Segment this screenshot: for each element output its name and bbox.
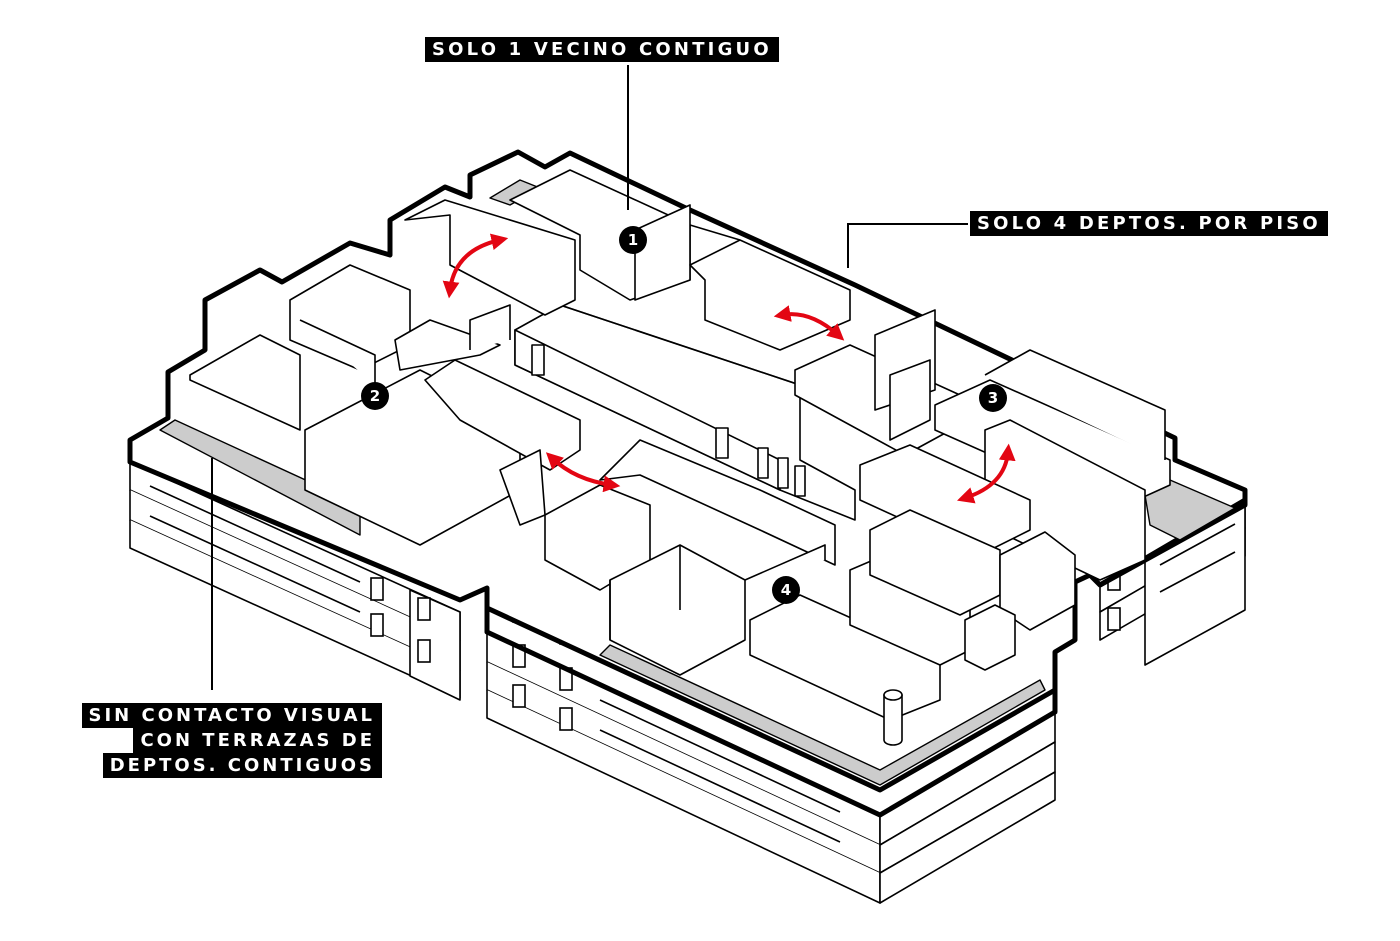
walls	[189, 169, 1171, 746]
callout-one-neighbor: SOLO 1 VECINO CONTIGUO	[425, 37, 779, 62]
callout-line: CON TERRAZAS DE	[133, 728, 382, 753]
leader-lines	[211, 65, 968, 690]
unit-number-badge: 1	[619, 226, 647, 254]
double-headed-arrow	[545, 452, 621, 493]
unit-number: 4	[781, 581, 791, 599]
callout-four-units: SOLO 4 DEPTOS. POR PISO	[970, 211, 1328, 236]
double-headed-arrow	[442, 233, 509, 299]
adjacency-arrows	[442, 233, 1016, 504]
unit-number-badge: 4	[772, 576, 800, 604]
unit-number: 1	[628, 231, 638, 249]
unit-number-badge: 2	[361, 382, 389, 410]
unit-badges: 1 2 3 4	[361, 226, 1007, 604]
double-headed-arrow	[773, 305, 845, 341]
terraces	[159, 179, 1236, 786]
unit-number-badge: 3	[979, 384, 1007, 412]
unit-number: 2	[370, 387, 380, 405]
callout-no-visual-contact: SIN CONTACTO VISUAL CON TERRAZAS DE DEPT…	[40, 703, 382, 778]
double-headed-arrow	[957, 443, 1016, 504]
unit-number: 3	[988, 389, 998, 407]
callout-line: DEPTOS. CONTIGUOS	[102, 753, 382, 778]
callout-line: SIN CONTACTO VISUAL	[81, 703, 382, 728]
